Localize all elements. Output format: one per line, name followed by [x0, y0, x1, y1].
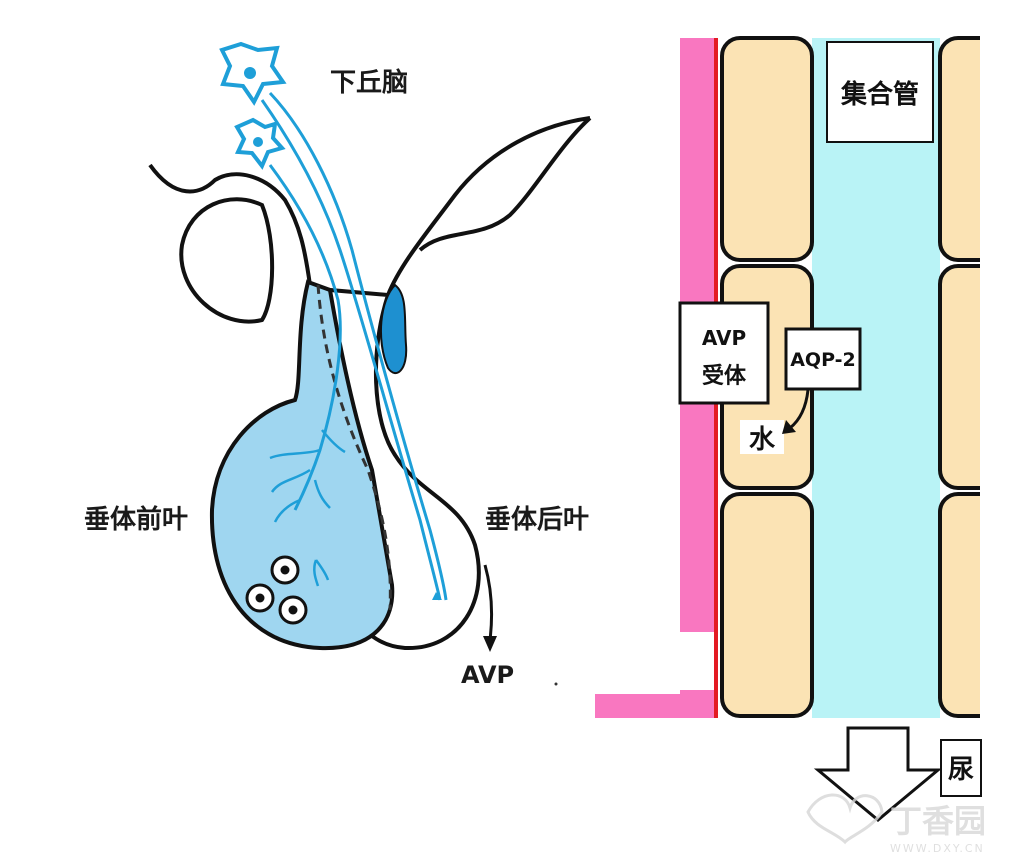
- aqp2-box: [784, 327, 862, 391]
- hypothalamus-outline-right-inner: [418, 116, 592, 252]
- urine-flow-arrow: [813, 726, 943, 822]
- anterior-pituitary: [209, 279, 395, 651]
- watermark-logo-icon: [806, 793, 884, 845]
- pituitary-diagram: 下丘脑 垂体前叶 垂体后叶 AVP: [84, 41, 592, 689]
- watermark: 丁香园 WWW.DXY.CN: [806, 793, 986, 855]
- urine-label: 尿: [948, 755, 974, 785]
- aqp2-label: AQP-2: [790, 349, 856, 371]
- hypothalamic-neuron-lower: [234, 117, 286, 170]
- collecting-duct-label: 集合管: [840, 79, 919, 110]
- avp-receptor-label-line1: AVP: [702, 326, 746, 350]
- hypothalamic-neuron-upper: [219, 41, 287, 106]
- avp-output-label: AVP: [461, 661, 514, 689]
- avp-receptor-box: [678, 301, 770, 405]
- axon-3: [268, 164, 342, 511]
- watermark-text-cn: 丁香园: [890, 802, 986, 840]
- avp-secretion-arrow: [483, 564, 494, 641]
- axon-1: [260, 99, 442, 601]
- urine-label-box: [940, 739, 982, 797]
- water-label-bg: [740, 420, 784, 454]
- portal-vessel-blob: [379, 283, 408, 374]
- epithelial-cell-left-1: [720, 36, 814, 262]
- hypothalamus-label: 下丘脑: [330, 68, 408, 98]
- lobe-boundary-dashed: [316, 284, 392, 611]
- anterior-pituitary-cells: [245, 555, 308, 625]
- avp-receptor-label-line2: 受体: [702, 363, 747, 389]
- optic-chiasm: [179, 197, 275, 324]
- posterior-pituitary-label: 垂体后叶: [485, 505, 589, 535]
- anterior-pituitary-label: 垂体前叶: [84, 504, 188, 535]
- water-flow-arrowhead: [782, 420, 796, 434]
- collecting-duct-label-box: [826, 41, 934, 143]
- capillary-branches: [269, 429, 346, 587]
- hypothalamus-outline-left: [148, 163, 312, 286]
- epithelial-cell-left-3: [720, 492, 814, 718]
- water-label: 水: [749, 425, 776, 455]
- collecting-duct-diagram: 集合管 AVP 受体 AQP-2 水 尿: [595, 30, 1010, 822]
- water-flow-arrow: [789, 389, 810, 430]
- watermark-text-en: WWW.DXY.CN: [890, 842, 985, 855]
- interstitium-bottom: [595, 694, 716, 718]
- axon-terminal: [432, 592, 442, 600]
- hypothalamus-outline-right: [386, 116, 591, 296]
- avp-secretion-arrowhead: [483, 636, 497, 652]
- axon-2: [268, 91, 448, 601]
